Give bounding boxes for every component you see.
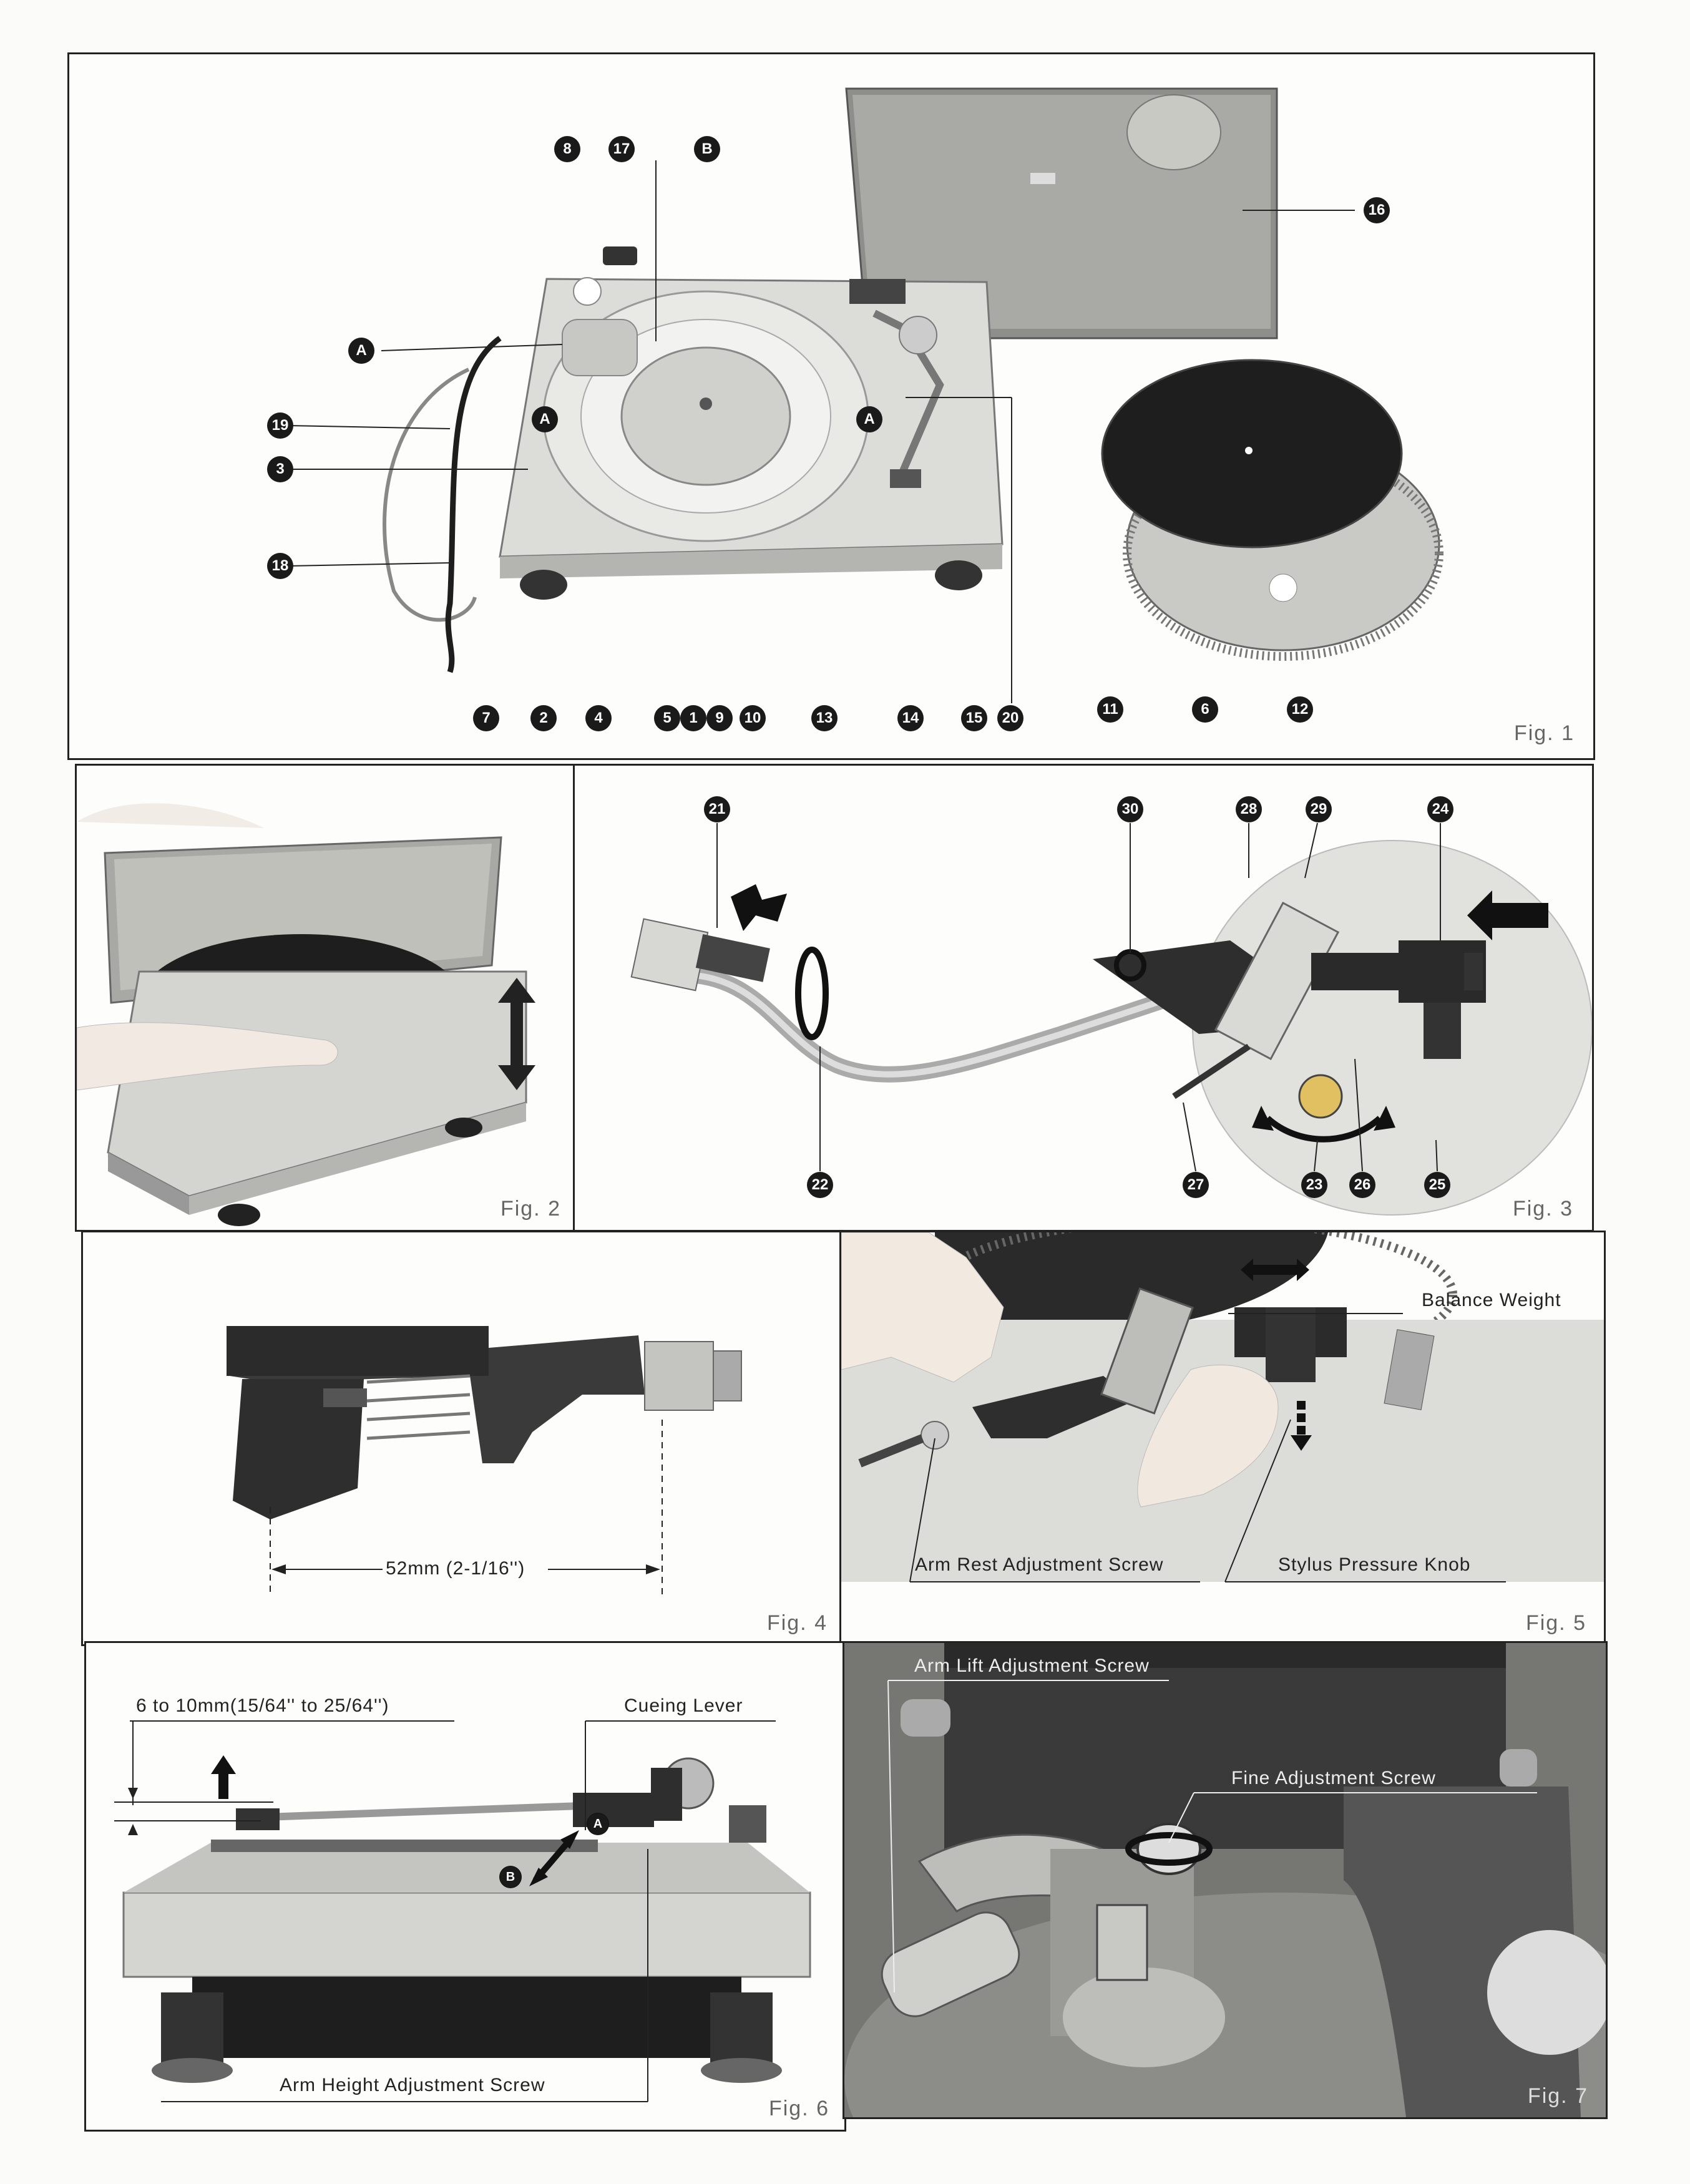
arm-height-adjustment-screw-label: Arm Height Adjustment Screw: [280, 2075, 545, 2095]
arm-lift-adjustment-screw-label: Arm Lift Adjustment Screw: [914, 1655, 1150, 1676]
callout-17: 17: [608, 136, 635, 162]
callout-23: 23: [1301, 1172, 1327, 1198]
callout-24: 24: [1427, 796, 1453, 822]
balance-weight-label: Balance Weight: [1422, 1290, 1561, 1310]
callout-a-left: A: [532, 406, 558, 432]
fig3-caption: Fig. 3: [1512, 1197, 1573, 1221]
fig5-balance-weight-photo: [841, 1232, 1604, 1582]
callout-8: 8: [554, 136, 580, 162]
callout-22: 22: [807, 1172, 833, 1198]
callout-14: 14: [897, 705, 924, 731]
fine-adjustment-screw-label: Fine Adjustment Screw: [1231, 1768, 1436, 1788]
fig7-panel: Arm Lift Adjustment Screw Fine Adjustmen…: [843, 1641, 1608, 2119]
callout-30: 30: [1117, 796, 1143, 822]
callout-21: 21: [704, 796, 730, 822]
callout-5: 5: [654, 705, 680, 731]
fig7-arm-lift-photo: [844, 1643, 1606, 2117]
callout-7: 7: [473, 705, 499, 731]
callout-25: 25: [1424, 1172, 1450, 1198]
stylus-pressure-knob-label: Stylus Pressure Knob: [1278, 1554, 1471, 1575]
fig4-headshell-photo: [227, 1326, 742, 1594]
arm-rest-adjustment-screw-label: Arm Rest Adjustment Screw: [915, 1554, 1164, 1575]
callout-9: 9: [706, 705, 733, 731]
callout-6: 6: [1192, 696, 1218, 723]
marker-a: A: [587, 1813, 608, 1835]
callout-10: 10: [740, 705, 766, 731]
callout-29: 29: [1306, 796, 1332, 822]
marker-b: B: [500, 1866, 521, 1888]
arm-gap-dimension-label: 6 to 10mm(15/64'' to 25/64''): [136, 1695, 389, 1716]
callout-3: 3: [267, 456, 293, 482]
callout-19: 19: [267, 412, 293, 439]
fig3-panel: 21 30 28 29 24 22 27 23 26 25 Fig. 3: [573, 764, 1594, 1232]
callout-12: 12: [1287, 696, 1313, 723]
fig5-panel: Balance Weight Arm Rest Adjustment Screw…: [839, 1231, 1606, 1646]
fig4-dimension-label: 52mm (2-1/16''): [386, 1558, 525, 1579]
callout-a-cable: A: [348, 338, 374, 364]
fig3-tonearm-illustration: [630, 822, 1592, 1216]
fig6-arm-height-photo: [114, 1720, 811, 2102]
fig5-caption: Fig. 5: [1525, 1611, 1586, 1635]
fig4-panel: 52mm (2-1/16'') Fig. 4: [81, 1231, 844, 1646]
callout-11: 11: [1097, 696, 1123, 723]
callout-20: 20: [997, 705, 1023, 731]
fig2-panel: Fig. 2: [75, 764, 578, 1232]
fig2-caption: Fig. 2: [500, 1197, 561, 1221]
fig1-turntable-illustration: [287, 87, 1443, 703]
callout-2: 2: [530, 705, 557, 731]
fig1-panel: 8 17 B 16 A 19 A A 3 18 7 2 4 5 1 9 10 1…: [67, 52, 1595, 760]
callout-1: 1: [680, 705, 706, 731]
fig6-caption: Fig. 6: [768, 2097, 829, 2120]
callout-a-right: A: [856, 406, 882, 432]
callout-15: 15: [961, 705, 987, 731]
fig1-caption: Fig. 1: [1513, 721, 1575, 745]
fig6-panel: 6 to 10mm(15/64'' to 25/64'') Cueing Lev…: [84, 1641, 846, 2132]
callout-18: 18: [267, 553, 293, 579]
cueing-lever-label: Cueing Lever: [624, 1695, 743, 1716]
callout-26: 26: [1349, 1172, 1375, 1198]
callout-13: 13: [811, 705, 838, 731]
callout-28: 28: [1236, 796, 1262, 822]
callout-b: B: [694, 136, 720, 162]
callout-4: 4: [585, 705, 612, 731]
fig2-dustcover-photo: [77, 803, 535, 1226]
fig4-caption: Fig. 4: [766, 1611, 828, 1635]
callout-16: 16: [1364, 197, 1390, 223]
fig7-caption: Fig. 7: [1527, 2084, 1588, 2108]
callout-27: 27: [1183, 1172, 1209, 1198]
